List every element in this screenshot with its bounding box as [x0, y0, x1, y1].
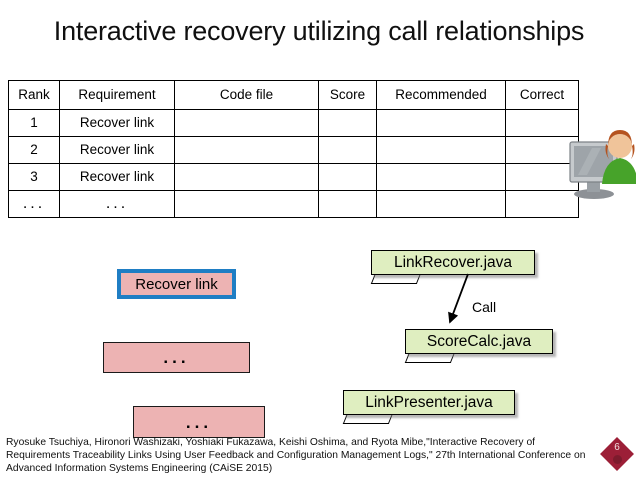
code-box-label: LinkRecover.java: [371, 250, 535, 275]
ranking-table: Rank Requirement Code file Score Recomme…: [8, 80, 579, 218]
table-row[interactable]: 3 Recover link: [8, 163, 579, 191]
table-header-score: Score: [318, 80, 377, 110]
cell-code-file: [174, 109, 319, 137]
cell-score: [318, 163, 377, 191]
cell-rank: ...: [8, 190, 60, 218]
cell-recommended: [376, 136, 506, 164]
cell-requirement: ...: [59, 190, 175, 218]
call-arrow-icon: [448, 273, 469, 324]
cell-code-file: [174, 136, 319, 164]
seal-icon: [613, 455, 622, 464]
table-header-recommended: Recommended: [376, 80, 506, 110]
cell-correct: [505, 163, 579, 191]
requirement-box-label: ...: [163, 348, 190, 367]
table-header-correct: Correct: [505, 80, 579, 110]
code-box-label: LinkPresenter.java: [343, 390, 515, 415]
call-relation-label: Call: [472, 299, 497, 315]
slide-number-value: 6: [614, 442, 620, 453]
slide-number-badge: 6: [600, 437, 634, 471]
table-row[interactable]: 2 Recover link: [8, 136, 579, 164]
citation-text: Ryosuke Tsuchiya, Hironori Washizaki, Yo…: [6, 437, 586, 475]
cell-score: [318, 136, 377, 164]
table-row[interactable]: 1 Recover link: [8, 109, 579, 137]
table-header-requirement: Requirement: [59, 80, 175, 110]
cell-rank: 2: [8, 136, 60, 164]
cell-rank: 1: [8, 109, 60, 137]
cell-recommended: [376, 190, 506, 218]
cell-code-file: [174, 190, 319, 218]
requirement-box-recover-link[interactable]: Recover link: [117, 269, 236, 299]
table-header-row: Rank Requirement Code file Score Recomme…: [8, 80, 579, 110]
table-header-code-file: Code file: [174, 80, 319, 110]
cell-rank: 3: [8, 163, 60, 191]
cell-score: [318, 190, 377, 218]
cell-requirement: Recover link: [59, 163, 175, 191]
code-box-label: ScoreCalc.java: [405, 329, 553, 354]
cell-correct: [505, 190, 579, 218]
code-box-scorecalc[interactable]: ScoreCalc.java: [404, 329, 553, 363]
code-box-linkrecover[interactable]: LinkRecover.java: [370, 250, 535, 284]
requirement-box-placeholder-1[interactable]: ...: [103, 342, 250, 373]
table-row[interactable]: ... ...: [8, 190, 579, 218]
cell-code-file: [174, 163, 319, 191]
user-at-monitor-icon: [569, 130, 636, 199]
requirement-box-label: ...: [185, 412, 213, 432]
requirement-box-placeholder-2[interactable]: ...: [133, 406, 265, 438]
cell-requirement: Recover link: [59, 136, 175, 164]
cell-recommended: [376, 163, 506, 191]
table-header-rank: Rank: [8, 80, 60, 110]
cell-score: [318, 109, 377, 137]
cell-requirement: Recover link: [59, 109, 175, 137]
cell-recommended: [376, 109, 506, 137]
requirement-box-label: Recover link: [135, 275, 218, 293]
code-box-linkpresenter[interactable]: LinkPresenter.java: [342, 390, 515, 424]
page-title: Interactive recovery utilizing call rela…: [53, 16, 585, 46]
